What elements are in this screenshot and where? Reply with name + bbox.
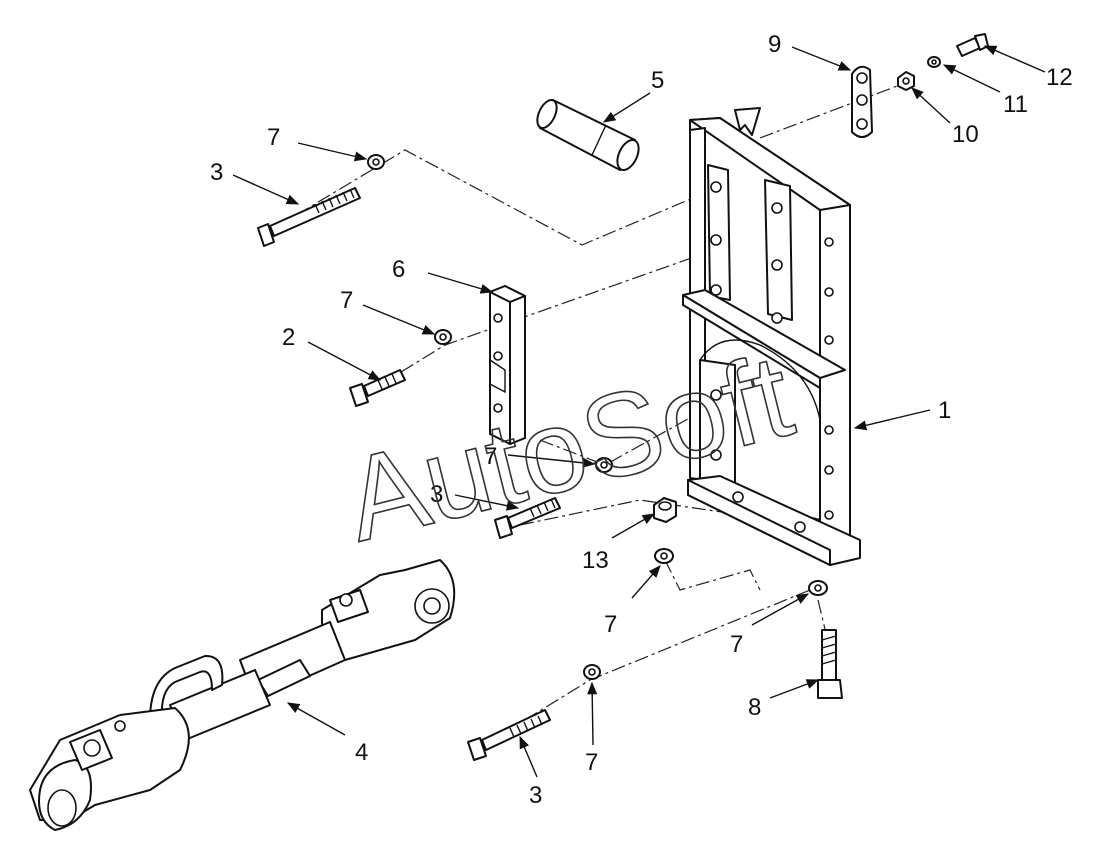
part-13-nut (653, 497, 677, 523)
callout-7-base: 7 (604, 611, 617, 638)
part-9-link-plate (851, 65, 873, 138)
callout-8: 8 (748, 694, 761, 721)
part-7-washer-right (808, 580, 828, 596)
part-7-washer-mid (434, 329, 452, 345)
part-7-washer-base (654, 548, 674, 564)
part-2-bolt (349, 369, 406, 407)
part-3-bolt-top (257, 187, 361, 247)
part-8-bolt (817, 629, 843, 699)
part-4-cardan-shaft (29, 559, 456, 831)
callout-13: 13 (582, 547, 609, 574)
part-12-screw (956, 33, 989, 57)
part-10-nut (897, 71, 915, 91)
callout-2: 2 (282, 324, 295, 351)
callout-3-bottom: 3 (529, 782, 542, 809)
part-5-pin (536, 98, 640, 171)
callout-11: 11 (1003, 91, 1028, 118)
part-1-bracket-frame (682, 107, 861, 566)
callout-3-center: 3 (430, 481, 443, 508)
part-3-bolt-bottom (467, 709, 551, 761)
callout-7-center: 7 (484, 443, 497, 470)
callout-10: 10 (952, 121, 979, 148)
watermark-text: AutoSoft (333, 329, 804, 567)
callout-7-mid: 7 (340, 287, 353, 314)
part-6-clamp-block (489, 285, 526, 445)
callout-5: 5 (651, 67, 664, 94)
part-7-washer-bottom (583, 664, 601, 680)
callout-7-right: 7 (730, 631, 743, 658)
callout-3-top: 3 (210, 159, 223, 186)
part-3-bolt-center (494, 497, 561, 539)
part-7-washer-center (595, 457, 613, 473)
leader-lines (232, 45, 1046, 778)
callout-12: 12 (1046, 64, 1073, 91)
callout-9: 9 (768, 31, 781, 58)
callout-6: 6 (392, 256, 405, 283)
part-7-washer-top (367, 154, 385, 170)
part-11-washer (927, 56, 941, 68)
callouts: 9 5 12 11 10 7 3 6 7 2 1 7 3 13 7 7 8 4 … (210, 31, 1073, 809)
callout-1: 1 (938, 397, 951, 424)
callout-7-top: 7 (267, 124, 280, 151)
callout-7-bottom: 7 (585, 749, 598, 776)
callout-4: 4 (355, 739, 368, 766)
